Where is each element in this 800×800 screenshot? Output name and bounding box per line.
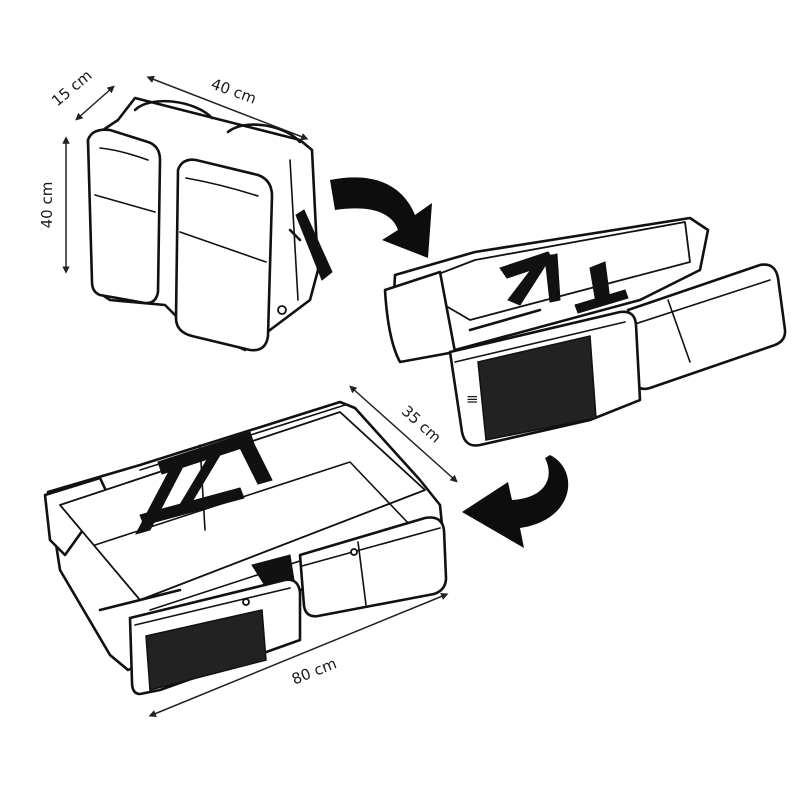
- bed-width-dimension-label: 35 cm: [398, 402, 445, 447]
- half-open-bag: ≡: [383, 216, 787, 447]
- curved-arrow-right-icon: [330, 177, 432, 258]
- depth-dimension-label: 15 cm: [48, 66, 95, 110]
- curved-arrow-left-icon: [462, 455, 569, 548]
- closed-bag: 40 cm 15 cm 40 cm: [38, 66, 333, 352]
- svg-text:≡: ≡: [466, 390, 479, 408]
- width-dimension-label: 40 cm: [209, 75, 259, 108]
- height-dimension-label: 40 cm: [38, 182, 56, 229]
- bed-length-dimension-line: [148, 592, 449, 718]
- depth-dimension-line: [75, 85, 115, 121]
- bed-length-dimension-label: 80 cm: [289, 654, 339, 688]
- open-bed: 35 cm 80 cm: [43, 385, 458, 718]
- width-dimension-line: [146, 75, 309, 141]
- bed-width-dimension-line: [349, 385, 458, 483]
